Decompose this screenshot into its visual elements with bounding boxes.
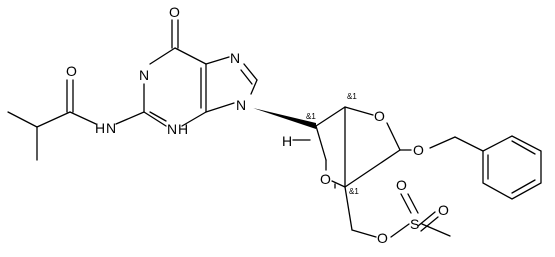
atom-o-mesyl: O: [377, 230, 388, 246]
bond-s-o-lower: [417, 211, 436, 227]
phenyl-ring: [482, 135, 542, 200]
bond-n1-c6: [149, 47, 176, 65]
atom-o-ring-lower: O: [320, 171, 331, 187]
bond-c4-n3: [181, 111, 207, 127]
bond-o-upper-c-right: [386, 122, 401, 151]
bond-c-top-o-upper: [344, 106, 374, 116]
bond-s-methyl: [421, 223, 451, 237]
bond-c2-n3-double: [149, 111, 167, 122]
bond-n7-c8: [243, 63, 258, 81]
wedge-bond-n9-c1: [253, 108, 316, 129]
bond-o-lower-c-bottom: [331, 180, 346, 188]
bond-n7-c8-double: [240, 69, 253, 85]
atom-h-anomeric: H: [282, 133, 292, 149]
stereo-label-top: &1: [347, 92, 357, 101]
phenyl-double-2: [511, 179, 536, 194]
atom-s-o-lower: O: [438, 202, 449, 218]
atom-n3-h: H: [178, 121, 188, 137]
bond-nh-c2: [115, 111, 145, 125]
bond-c-bottom-ch2: [344, 186, 353, 231]
bond-c8-n9: [250, 79, 258, 95]
atom-amide-n-h: H: [95, 120, 105, 136]
bond-n3-c2: [143, 111, 167, 127]
stereo-label-anomeric: &1: [306, 112, 316, 121]
phenyl-double-3: [511, 140, 536, 155]
bond-c1-c-top: [315, 106, 346, 127]
bond-ch2-o-mesyl: [351, 229, 377, 238]
bond-s-o-upper-2: [407, 193, 419, 214]
bond-s-o-upper: [400, 193, 412, 214]
bond-s-o-lower-2: [420, 216, 439, 232]
bond-c1-c2: [315, 125, 327, 161]
bond-methyl-ch-upper: [7, 111, 38, 128]
bond-ch-carbonyl: [36, 111, 71, 128]
stereo-label-bottom: &1: [349, 187, 359, 196]
bond-c5-n7: [205, 56, 230, 65]
atom-n3: N: [167, 121, 177, 137]
bond-o-benzyl-ch2: [429, 136, 456, 149]
atom-amide-n: N: [106, 120, 116, 136]
atom-s-o-upper: O: [396, 177, 407, 193]
atom-s: S: [410, 216, 419, 232]
bond-c6-c5: [174, 47, 207, 65]
atom-n1: N: [139, 67, 149, 83]
atom-o-benzyl: O: [413, 142, 424, 158]
atom-n9: N: [236, 97, 246, 113]
atom-o-carbonyl: O: [169, 4, 180, 20]
atom-n7: N: [230, 50, 240, 66]
bond-amide-cn: [69, 111, 97, 125]
bond-ch2-phenyl: [454, 136, 484, 152]
atom-o-ring-upper: O: [374, 108, 385, 124]
bond-o-mesyl-s: [390, 223, 410, 238]
bond-layer: [7, 19, 542, 238]
atom-amide-o: O: [66, 63, 77, 79]
bond-c-bottom-c-right: [344, 149, 401, 188]
stereo-labels: &1 &1 &1: [306, 92, 359, 196]
bond-n9-c4: [205, 102, 235, 113]
atom-labels: O N N N N H N H O H O O O O S O O: [66, 4, 449, 246]
